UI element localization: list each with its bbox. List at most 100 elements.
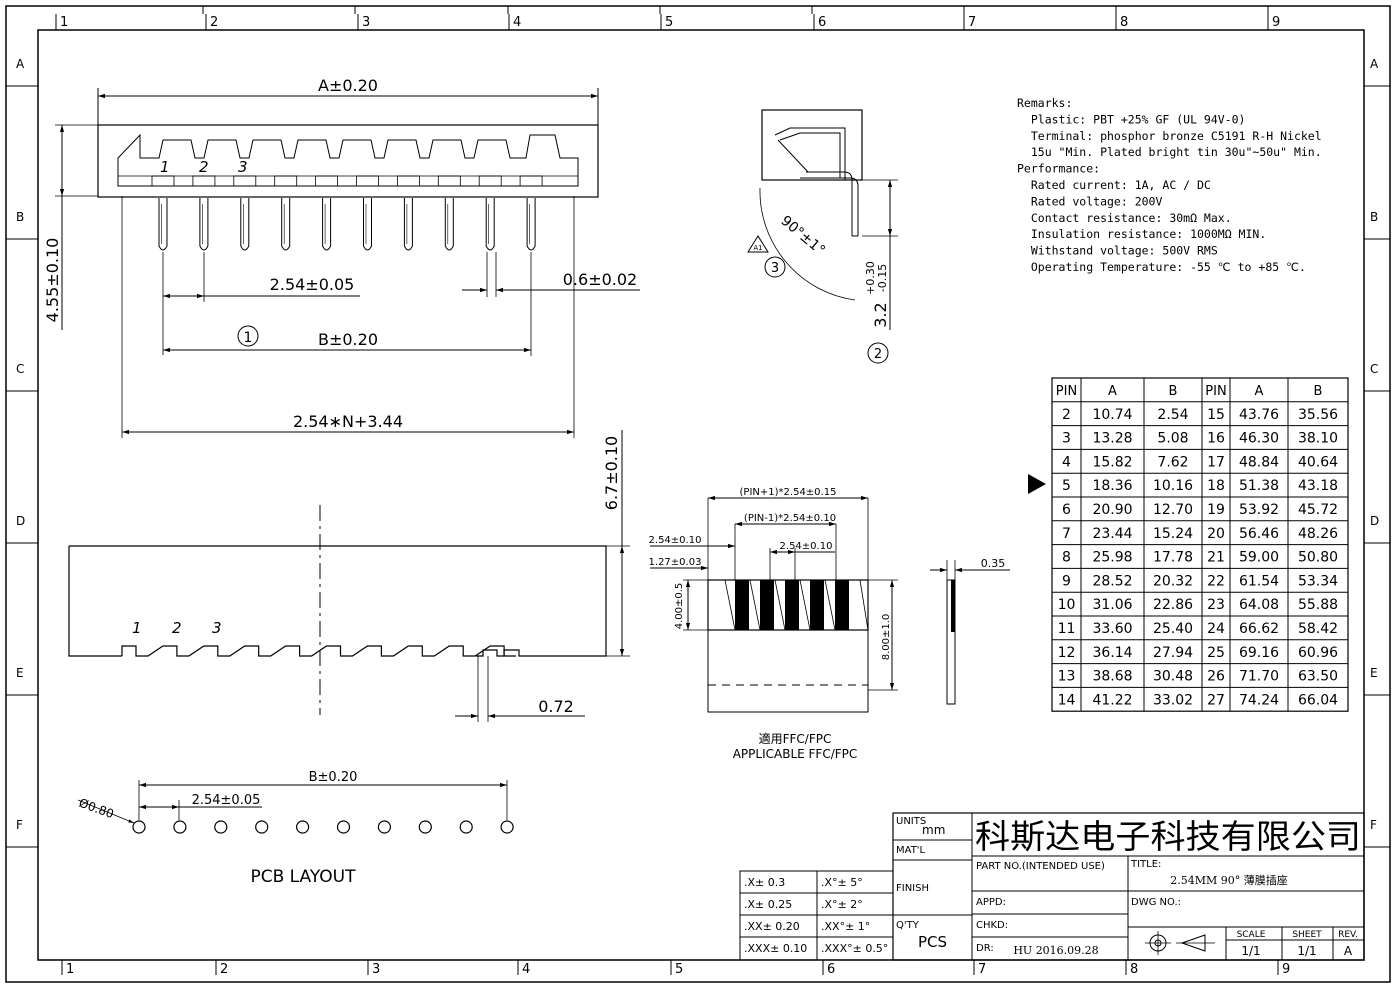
chkd-label: CHKD:: [976, 920, 1008, 931]
rev-value: A: [1344, 944, 1353, 958]
table-header-cell: PIN: [1205, 384, 1226, 399]
finish-label: FINISH: [896, 883, 929, 894]
dr-label: DR:: [976, 943, 994, 954]
pcb-hole: [336, 820, 351, 834]
tolerance-linear: .XX± 0.20: [744, 920, 800, 933]
top-pin-label-2: 2: [172, 619, 182, 637]
table-cell: 2: [1062, 407, 1071, 423]
table-cell: 5.08: [1157, 431, 1188, 447]
zone-letter-left: F: [16, 818, 23, 832]
table-cell: 55.88: [1298, 597, 1338, 613]
table-header-cell: B: [1314, 384, 1323, 399]
connector-pin: [199, 198, 209, 251]
zone-number-bottom: 3: [372, 962, 380, 977]
pcb-hole: [377, 820, 391, 834]
zone-number-bottom: 7: [978, 962, 986, 977]
zone-number-bottom: 8: [1130, 962, 1138, 977]
pcb-hole: [500, 820, 514, 834]
zone-number-bottom: 4: [522, 962, 530, 977]
table-cell: 3: [1062, 431, 1071, 447]
angle-label: 90°±1°: [777, 213, 827, 259]
ffc-dim-inner: (PIN-1)*2.54±0.10: [744, 513, 836, 524]
rev-label: REV.: [1338, 930, 1358, 940]
table-cell: 23: [1207, 597, 1225, 613]
table-cell: 35.56: [1298, 407, 1338, 423]
appd-label: APPD:: [976, 897, 1006, 908]
table-cell: 2.54: [1157, 407, 1188, 423]
qty-label: Q'TY: [896, 920, 920, 931]
table-cell: 46.30: [1239, 431, 1279, 447]
scale-label: SCALE: [1237, 930, 1266, 940]
table-cell: 38.10: [1298, 431, 1338, 447]
zone-number-top: 1: [60, 15, 68, 30]
ffc-dim-total: (PIN+1)*2.54±0.15: [740, 487, 837, 498]
table-cell: 18.36: [1092, 478, 1132, 494]
table-cell: 38.68: [1092, 669, 1132, 685]
table-cell: 17: [1207, 454, 1225, 470]
dim-pitch-label: 2.54±0.05: [270, 275, 355, 294]
ffc-contact: [735, 580, 749, 630]
table-cell: 17.78: [1153, 550, 1193, 566]
dim-67-label: 6.7±0.10: [602, 436, 621, 510]
zone-number-top: 7: [968, 15, 976, 30]
remarks-line: 15u "Min. Plated bright tin 30u"~50u" Mi…: [1017, 145, 1322, 159]
table-cell: 48.26: [1298, 526, 1338, 542]
side-view: 90°±1° A1 3 3.2 +0.30 -0.15 2: [747, 109, 898, 364]
zone-number-top: 5: [665, 15, 673, 30]
zone-number-top: 3: [362, 15, 370, 30]
table-cell: 66.62: [1239, 621, 1279, 637]
table-cell: 60.96: [1298, 645, 1338, 661]
zone-number-top: 2: [210, 15, 218, 30]
remarks-line: Withstand voltage: 500V RMS: [1017, 244, 1218, 258]
dim-pin-width-label: 0.6±0.02: [563, 270, 637, 289]
table-cell: 11: [1058, 621, 1076, 637]
dr-value: HU 2016.09.28: [1013, 944, 1098, 957]
dim-tol-minus: -0.15: [876, 264, 889, 292]
table-cell: 40.64: [1298, 454, 1338, 470]
remarks-line: Insulation resistance: 1000MΩ MIN.: [1017, 227, 1266, 241]
table-cell: 71.70: [1239, 669, 1279, 685]
table-cell: 61.54: [1239, 573, 1279, 589]
table-cell: 69.16: [1239, 645, 1279, 661]
pcb-layout: B±0.20 2.54±0.05 Ø0.80 PCB LAYOUT: [77, 770, 514, 887]
ffc-contact: [785, 580, 799, 630]
ffc-dim-thickness: 0.35: [981, 557, 1006, 570]
zone-letter-left: B: [16, 210, 24, 224]
tolerance-angular: .X°± 5°: [821, 876, 863, 889]
pin-label-2: 2: [199, 158, 209, 176]
table-cell: 6: [1062, 502, 1071, 518]
ffc-caption-cn: 適用FFC/FPC: [759, 731, 832, 746]
zone-letter-right: E: [1370, 666, 1378, 680]
table-cell: 13.28: [1092, 431, 1132, 447]
table-cell: 33.60: [1092, 621, 1132, 637]
zone-letter-right: B: [1370, 210, 1378, 224]
table-cell: 51.38: [1239, 478, 1279, 494]
zone-number-bottom: 9: [1282, 962, 1290, 977]
connector-pin: [403, 198, 413, 251]
sheet-label: SHEET: [1292, 930, 1322, 940]
zone-number-bottom: 1: [66, 962, 74, 977]
tolerance-linear: .XXX± 0.10: [744, 942, 807, 955]
ffc-caption-en: APPLICABLE FFC/FPC: [733, 747, 858, 761]
dim-a-label: A±0.20: [318, 76, 378, 95]
table-cell: 56.46: [1239, 526, 1279, 542]
table-cell: 12: [1058, 645, 1076, 661]
table-cell: 20.32: [1153, 573, 1193, 589]
table-header-cell: B: [1169, 384, 1178, 399]
tolerance-angular: .XX°± 1°: [821, 920, 870, 933]
ffc-dim-pitch: 2.54±0.10: [780, 541, 833, 552]
sheet-value: 1/1: [1297, 944, 1316, 958]
remarks-line: Plastic: PBT +25% GF (UL 94V-0): [1017, 112, 1245, 126]
table-cell: 74.24: [1239, 692, 1279, 708]
table-header-cell: A: [1255, 384, 1264, 399]
table-cell: 63.50: [1298, 669, 1338, 685]
zone-letter-left: C: [16, 362, 24, 376]
tolerance-angular: .X°± 2°: [821, 898, 863, 911]
matl-label: MAT'L: [896, 845, 926, 856]
zone-number-bottom: 6: [827, 962, 835, 977]
pcb-dim-pitch: 2.54±0.05: [192, 793, 261, 808]
table-cell: 7: [1062, 526, 1071, 542]
table-cell: 8: [1062, 550, 1071, 566]
pin-label-3: 3: [238, 158, 248, 176]
